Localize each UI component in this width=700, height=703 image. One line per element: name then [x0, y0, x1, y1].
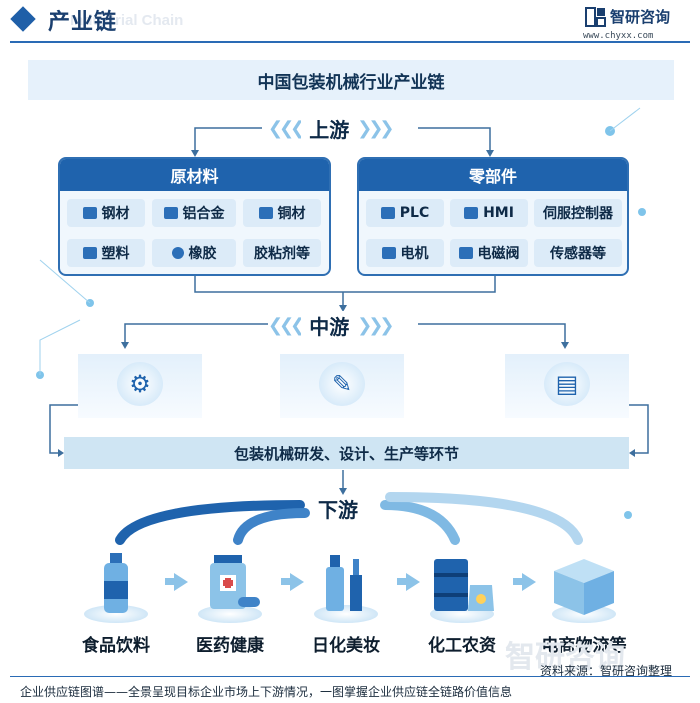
- blueprint-icon: ✎: [319, 362, 365, 406]
- chip-plastic: 塑料: [67, 239, 145, 267]
- downstream-item-medicine: 医药健康: [180, 545, 280, 656]
- plc-icon: [380, 207, 395, 219]
- upstream-label: 上游: [301, 114, 358, 143]
- downstream-label-medicine: 医药健康: [196, 636, 264, 656]
- page-title: 产业链: [48, 10, 118, 35]
- downstream-item-ecommerce: 电商物流等: [534, 545, 634, 656]
- chip-motor: 电机: [366, 239, 444, 267]
- design-tile: ✎: [280, 354, 404, 418]
- chip-rubber: 橡胶: [152, 239, 236, 267]
- monitor-icon: [464, 207, 479, 219]
- gears-icon: ⚙: [117, 362, 163, 406]
- package-box-icon: [554, 559, 614, 615]
- flow-arrow-icon: [522, 573, 536, 591]
- downstream-label-food: 食品饮料: [82, 636, 150, 656]
- barrel-icon: [434, 559, 494, 611]
- motor-icon: [381, 247, 396, 259]
- rd-tile: ⚙: [78, 354, 202, 418]
- chevron-right-icon: ❯❯❯: [357, 118, 394, 139]
- midstream-label-group: ❮❮❮ 中游 ❯❯❯: [268, 311, 395, 340]
- chip-aluminum: 铝合金: [152, 199, 236, 227]
- chip-sensor: 传感器等: [534, 239, 622, 267]
- chip-adhesive: 胶粘剂等: [243, 239, 321, 267]
- production-tile: ▤: [505, 354, 629, 418]
- upstream-label-group: ❮❮❮ 上游 ❯❯❯: [268, 114, 395, 143]
- brand-url: www.chyxx.com: [583, 31, 654, 41]
- chip-copper: 铜材: [243, 199, 321, 227]
- downstream-label-cosmetics: 日化美妆: [312, 636, 380, 656]
- chip-plc: PLC: [366, 199, 444, 227]
- chevron-left-icon: ❮❮❮: [268, 118, 305, 139]
- copper-icon: [258, 207, 273, 219]
- chevron-left-icon: ❮❮❮: [268, 315, 305, 336]
- source-note: 资料来源：智研咨询整理: [540, 664, 673, 678]
- downstream-item-food: 食品饮料: [66, 545, 166, 656]
- valve-icon: [458, 247, 473, 259]
- brand-name: 智研咨询: [610, 8, 671, 26]
- raw-materials-title: 原材料: [60, 159, 329, 191]
- components-title: 零部件: [359, 159, 627, 191]
- chip-servo: 伺服控制器: [534, 199, 622, 227]
- chevron-right-icon: ❯❯❯: [357, 315, 394, 336]
- chip-valve: 电磁阀: [450, 239, 528, 267]
- flow-arrow-icon: [406, 573, 420, 591]
- downstream-label-chemical: 化工农资: [428, 636, 496, 656]
- plastic-bottle-icon: [82, 247, 97, 259]
- flow-arrow-icon: [290, 573, 304, 591]
- downstream-item-chemical: 化工农资: [412, 545, 512, 656]
- chip-steel: 钢材: [67, 199, 145, 227]
- components-panel: 零部件 PLC HMI 伺服控制器 电机 电磁阀 传感器等: [357, 157, 629, 276]
- header-divider: [10, 41, 690, 43]
- steel-icon: [82, 207, 97, 219]
- header-ghost-text: Industrial Chain: [70, 12, 184, 29]
- brand-logo-icon: [585, 7, 606, 27]
- downstream-label-ecommerce: 电商物流等: [541, 636, 627, 656]
- downstream-item-cosmetics: 日化美妆: [296, 545, 396, 656]
- rubber-icon: [171, 247, 184, 259]
- process-bar: 包装机械研发、设计、生产等环节: [64, 437, 629, 469]
- raw-materials-panel: 原材料 钢材 铝合金 铜材 塑料 橡胶 胶粘剂等: [58, 157, 331, 276]
- footer-watermark: 智研咨询: [505, 640, 625, 675]
- midstream-label: 中游: [301, 311, 358, 340]
- conveyor-icon: ▤: [544, 362, 590, 406]
- aluminum-icon: [163, 207, 178, 219]
- cosmetics-icon: [326, 555, 362, 611]
- footer-note: 企业供应链图谱——全景呈现目标企业市场上下游情况，一图掌握企业供应链全链路价值信…: [20, 685, 513, 699]
- chip-hmi: HMI: [450, 199, 528, 227]
- diagram-title: 中国包装机械行业产业链: [28, 60, 674, 100]
- downstream-label-group: 下游: [310, 494, 366, 523]
- footer-divider: [10, 676, 690, 677]
- flow-arrow-icon: [174, 573, 188, 591]
- medicine-bottle-icon: [210, 555, 260, 609]
- bottle-icon: [104, 553, 128, 613]
- downstream-label: 下游: [310, 498, 366, 522]
